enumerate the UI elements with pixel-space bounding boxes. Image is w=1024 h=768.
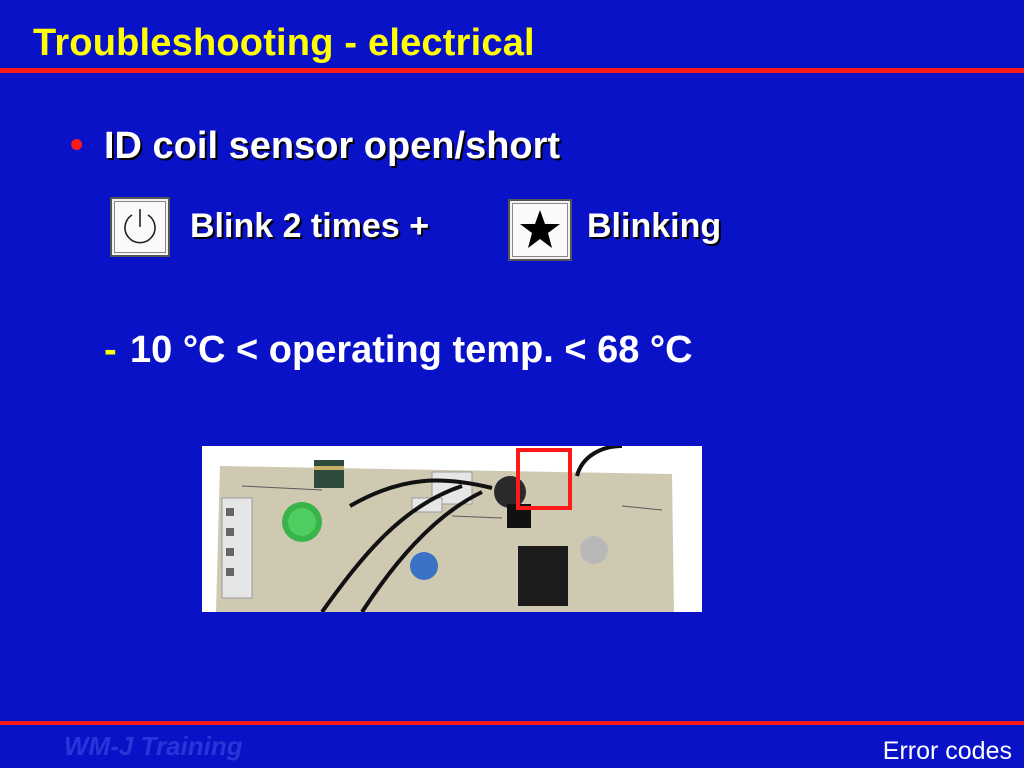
star-icon bbox=[508, 199, 572, 261]
bullet-text: ID coil sensor open/short bbox=[104, 125, 561, 167]
footer-error-codes-text: Error codes bbox=[882, 737, 1012, 765]
temp-range-text: 10 °C < operating temp. < 68 °C bbox=[130, 329, 693, 371]
title-rule bbox=[0, 68, 1024, 73]
temp-dash: - bbox=[104, 329, 117, 371]
circuit-board-photo bbox=[202, 446, 702, 612]
footer-rule bbox=[0, 721, 1024, 725]
slide-title: Troubleshooting - electrical bbox=[33, 22, 535, 64]
footer-training-text: WM-J Training bbox=[64, 731, 243, 761]
bullet-dot: • bbox=[70, 124, 84, 166]
blinking-text: Blinking bbox=[587, 207, 722, 245]
power-icon bbox=[110, 197, 170, 257]
blink-two-times-text: Blink 2 times + bbox=[190, 207, 430, 245]
